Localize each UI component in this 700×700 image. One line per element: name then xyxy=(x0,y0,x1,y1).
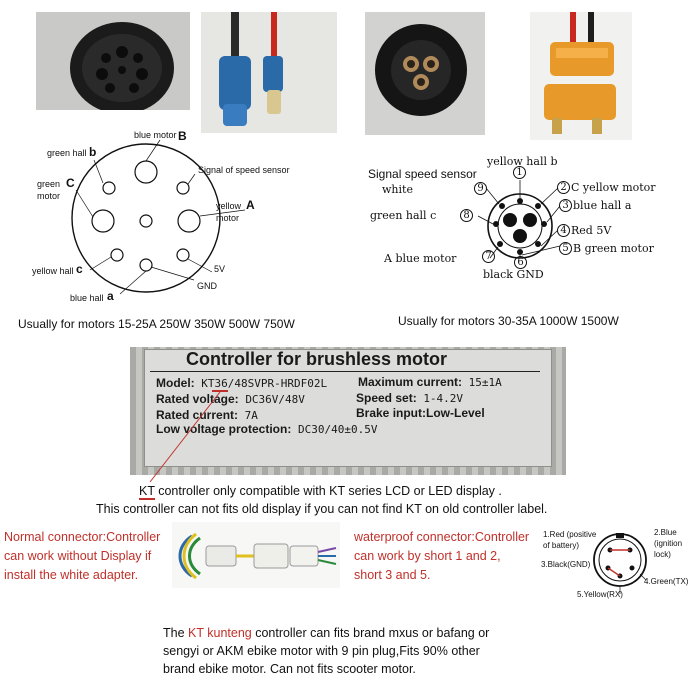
label-signal-white: white xyxy=(382,183,413,196)
pin-number-1: 1 xyxy=(513,166,526,179)
label-green-motor-1: green xyxy=(37,179,61,189)
label-red-5v: Red 5V xyxy=(571,224,612,237)
label-yellow-motor-2: motor xyxy=(216,213,240,223)
photo-9pin-socket xyxy=(36,12,190,110)
label-blue-hall: blue hall xyxy=(70,293,104,303)
compat-line-1: KT controller only compatible with KT se… xyxy=(139,484,502,500)
label-green-hall-c: green hall c xyxy=(370,209,437,222)
large-connector-diagram xyxy=(477,180,561,259)
photo-xt60-connector xyxy=(530,12,632,140)
plate-row-max-current: Maximum current: 15±1A xyxy=(358,375,502,389)
label-c-yellow-motor: C yellow motor xyxy=(571,181,656,194)
label-green-motor-2: motor xyxy=(37,191,61,201)
waterproof-connector-text: waterproof connector:Controller can work… xyxy=(354,530,530,582)
pin-number-2: 2 xyxy=(557,181,570,194)
footer-text: The KT kunteng controller can fits brand… xyxy=(163,626,490,676)
plate-row-low-voltage: Low voltage protection: DC30/40±0.5V xyxy=(156,422,378,436)
pin-number-5: 5 xyxy=(559,242,572,255)
label-blue-motor-letter: B xyxy=(178,129,187,143)
wp-pin2-1: 2.Blue xyxy=(654,528,677,537)
photo-bullet-connector xyxy=(201,12,337,133)
label-yellow-motor-1: yellow xyxy=(216,201,242,211)
small-connector-caption: Usually for motors 15-25A 250W 350W 500W… xyxy=(18,317,295,331)
large-connector-caption: Usually for motors 30-35A 1000W 1500W xyxy=(398,314,619,328)
label-yellow-hall-letter: c xyxy=(76,262,83,276)
pin-number-7: 7 xyxy=(482,250,495,263)
label-a-blue-motor: A blue motor xyxy=(384,252,457,265)
label-blue-hall-a: blue hall a xyxy=(573,199,632,212)
large-socket-illustration xyxy=(365,12,485,135)
kt-highlight-plate xyxy=(212,390,228,392)
socket-9pin-illustration xyxy=(36,12,190,110)
normal-connector-text: Normal connector:Controller can work wit… xyxy=(4,530,161,582)
wp-pin2-3: lock) xyxy=(654,550,671,559)
wp-pin1-1: 1.Red (positive xyxy=(543,530,597,539)
xt60-connector-illustration xyxy=(530,12,632,140)
pin-number-8: 8 xyxy=(460,209,473,222)
kt-leader-line xyxy=(149,391,221,483)
footer-kt-kunteng: KT kunteng xyxy=(188,626,252,640)
wp-pin1-2: of battery) xyxy=(543,541,580,550)
wp-pin2-2: (ignition xyxy=(654,539,683,548)
label-yellow-hall: yellow hall xyxy=(32,266,74,276)
plate-row-rated-current: Rated current: 7A xyxy=(156,408,258,422)
pin-number-6: 6 xyxy=(514,256,527,269)
plate-row-model: Model: KT36/48SVPR-HRDF02L xyxy=(156,376,328,390)
wp-pin3: 3.Black(GND) xyxy=(541,560,591,569)
wp-pin5: 5.Yellow(RX) xyxy=(577,590,623,599)
waterproof-pinout-diagram xyxy=(593,533,647,594)
plate-row-rated-voltage: Rated voltage: DC36V/48V xyxy=(156,392,305,406)
label-green-motor-letter: C xyxy=(66,176,75,190)
pin-number-3: 3 xyxy=(559,199,572,212)
plate-row-brake: Brake input:Low-Level xyxy=(356,406,485,420)
label-gnd: GND xyxy=(197,281,217,291)
label-green-hall: green hall xyxy=(47,148,87,158)
plate-row-speed-set: Speed set: 1-4.2V xyxy=(356,391,464,405)
label-b-green-motor: B green motor xyxy=(573,242,654,255)
label-5v: 5V xyxy=(214,264,226,274)
label-green-hall-letter: b xyxy=(89,145,97,159)
label-plate xyxy=(144,349,552,467)
white-adapter-photo xyxy=(172,522,340,588)
label-signal-speed: Signal of speed sensor xyxy=(198,165,290,175)
label-blue-hall-letter: a xyxy=(107,289,114,303)
plate-title: Controller for brushless motor xyxy=(186,349,448,369)
plate-title-underline xyxy=(150,371,540,372)
pin-number-9: 9 xyxy=(474,182,487,195)
label-yellow-hall-b: yellow hall b xyxy=(487,155,558,168)
photo-large-socket xyxy=(365,12,485,135)
pin-number-4: 4 xyxy=(557,224,570,237)
wp-pin4: 4.Green(TX) xyxy=(644,577,689,586)
label-black-gnd: black GND xyxy=(483,268,544,281)
label-blue-motor: blue motor xyxy=(134,130,177,140)
small-connector-diagram xyxy=(71,139,246,295)
compat-kt: KT xyxy=(139,484,155,500)
compat-line-2: This controller can not fits old display… xyxy=(96,502,548,516)
bullet-connector-illustration xyxy=(201,12,337,133)
controller-photo xyxy=(130,347,566,475)
label-yellow-motor-letter: A xyxy=(246,198,255,212)
label-signal-speed-sensor: Signal speed sensor xyxy=(368,167,477,181)
